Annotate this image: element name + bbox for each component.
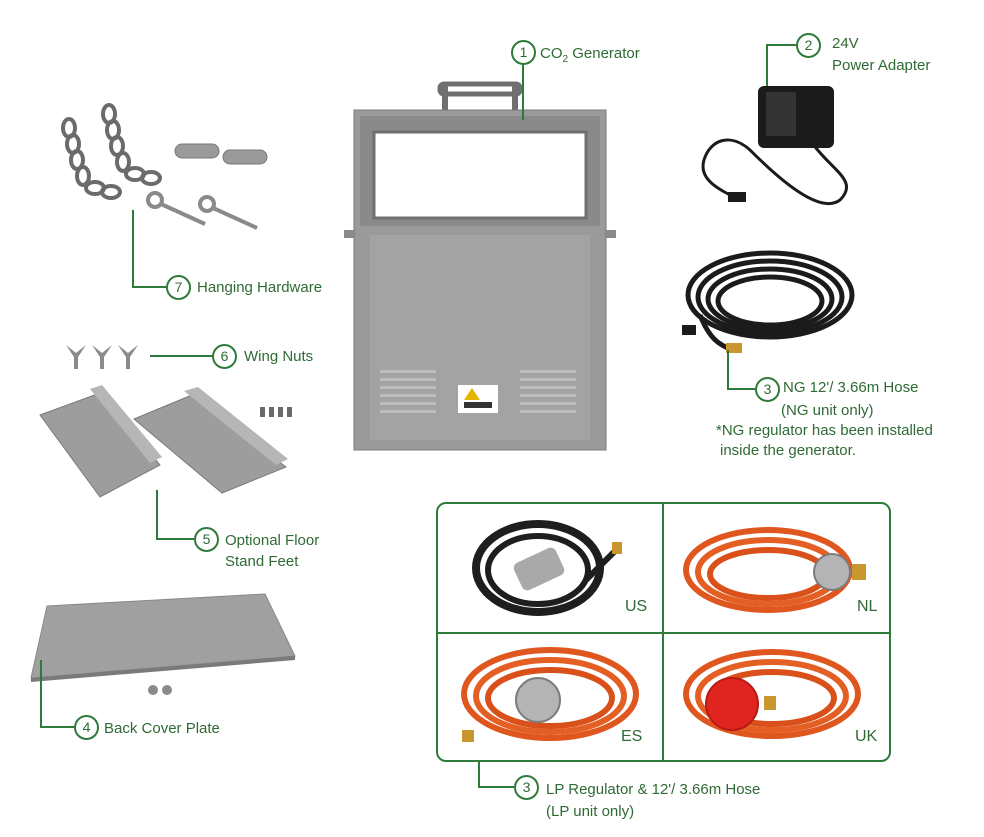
ng-hose-illustration	[682, 250, 855, 353]
lp-hose-label: LP Regulator & 12'/ 3.66m Hose	[546, 781, 761, 798]
power-adapter-illustration	[701, 86, 848, 206]
back-cover-label: Back Cover Plate	[104, 720, 220, 737]
leader-line	[40, 726, 74, 728]
leader-line	[156, 538, 194, 540]
part-number-badge: 7	[166, 275, 191, 300]
leader-line	[766, 44, 796, 46]
region-label-es: ES	[621, 728, 643, 745]
lp-regulator-grid: US NL ES UK	[436, 502, 891, 762]
leader-line	[522, 48, 524, 120]
part-number-badge: 3	[755, 377, 780, 402]
leader-line	[156, 490, 158, 540]
leader-line	[40, 660, 42, 728]
leader-line	[727, 388, 755, 390]
power-adapter-voltage: 24V	[832, 35, 859, 52]
part-number-badge: 6	[212, 344, 237, 369]
leader-line	[132, 286, 166, 288]
wing-nuts-label: Wing Nuts	[244, 348, 314, 365]
part-number-badge: 5	[194, 527, 219, 552]
part-number-badge: 2	[796, 33, 821, 58]
part-number-badge: 3	[514, 775, 539, 800]
region-label-us: US	[625, 598, 648, 615]
part-number-badge: 4	[74, 715, 99, 740]
back-cover-plate-illustration	[30, 593, 296, 695]
ng-hose-condition: (NG unit only)	[781, 402, 874, 419]
region-label-uk: UK	[855, 728, 878, 745]
co2-generator-illustration	[344, 81, 616, 451]
leader-line	[478, 760, 480, 788]
leader-line	[727, 350, 729, 390]
floor-stand-label-continued: Stand Feet	[225, 553, 299, 570]
ng-hose-label: NG 12'/ 3.66m Hose	[783, 379, 919, 396]
leader-line	[766, 44, 768, 86]
part-number-badge: 1	[511, 40, 536, 65]
floor-stand-label: Optional Floor	[225, 532, 320, 549]
us-regulator-illustration	[472, 520, 622, 616]
grid-divider	[438, 632, 889, 634]
leader-line	[478, 786, 514, 788]
power-adapter-label: Power Adapter	[832, 57, 931, 74]
floor-stand-feet-illustration	[39, 385, 292, 498]
hanging-hardware-illustration	[61, 103, 268, 230]
hanging-hardware-label: Hanging Hardware	[197, 279, 323, 296]
leader-line	[150, 355, 212, 357]
co2-generator-label: CO2 Generator	[540, 45, 640, 65]
lp-hose-condition: (LP unit only)	[546, 803, 635, 820]
leader-line	[132, 210, 134, 288]
es-regulator-illustration	[461, 647, 639, 742]
ng-hose-note-continued: inside the generator.	[720, 442, 856, 459]
region-label-nl: NL	[857, 598, 878, 615]
nl-regulator-illustration	[683, 527, 866, 613]
wing-nuts-illustration	[66, 345, 138, 369]
ng-hose-note: *NG regulator has been installed	[716, 422, 933, 439]
uk-regulator-illustration	[683, 649, 861, 739]
